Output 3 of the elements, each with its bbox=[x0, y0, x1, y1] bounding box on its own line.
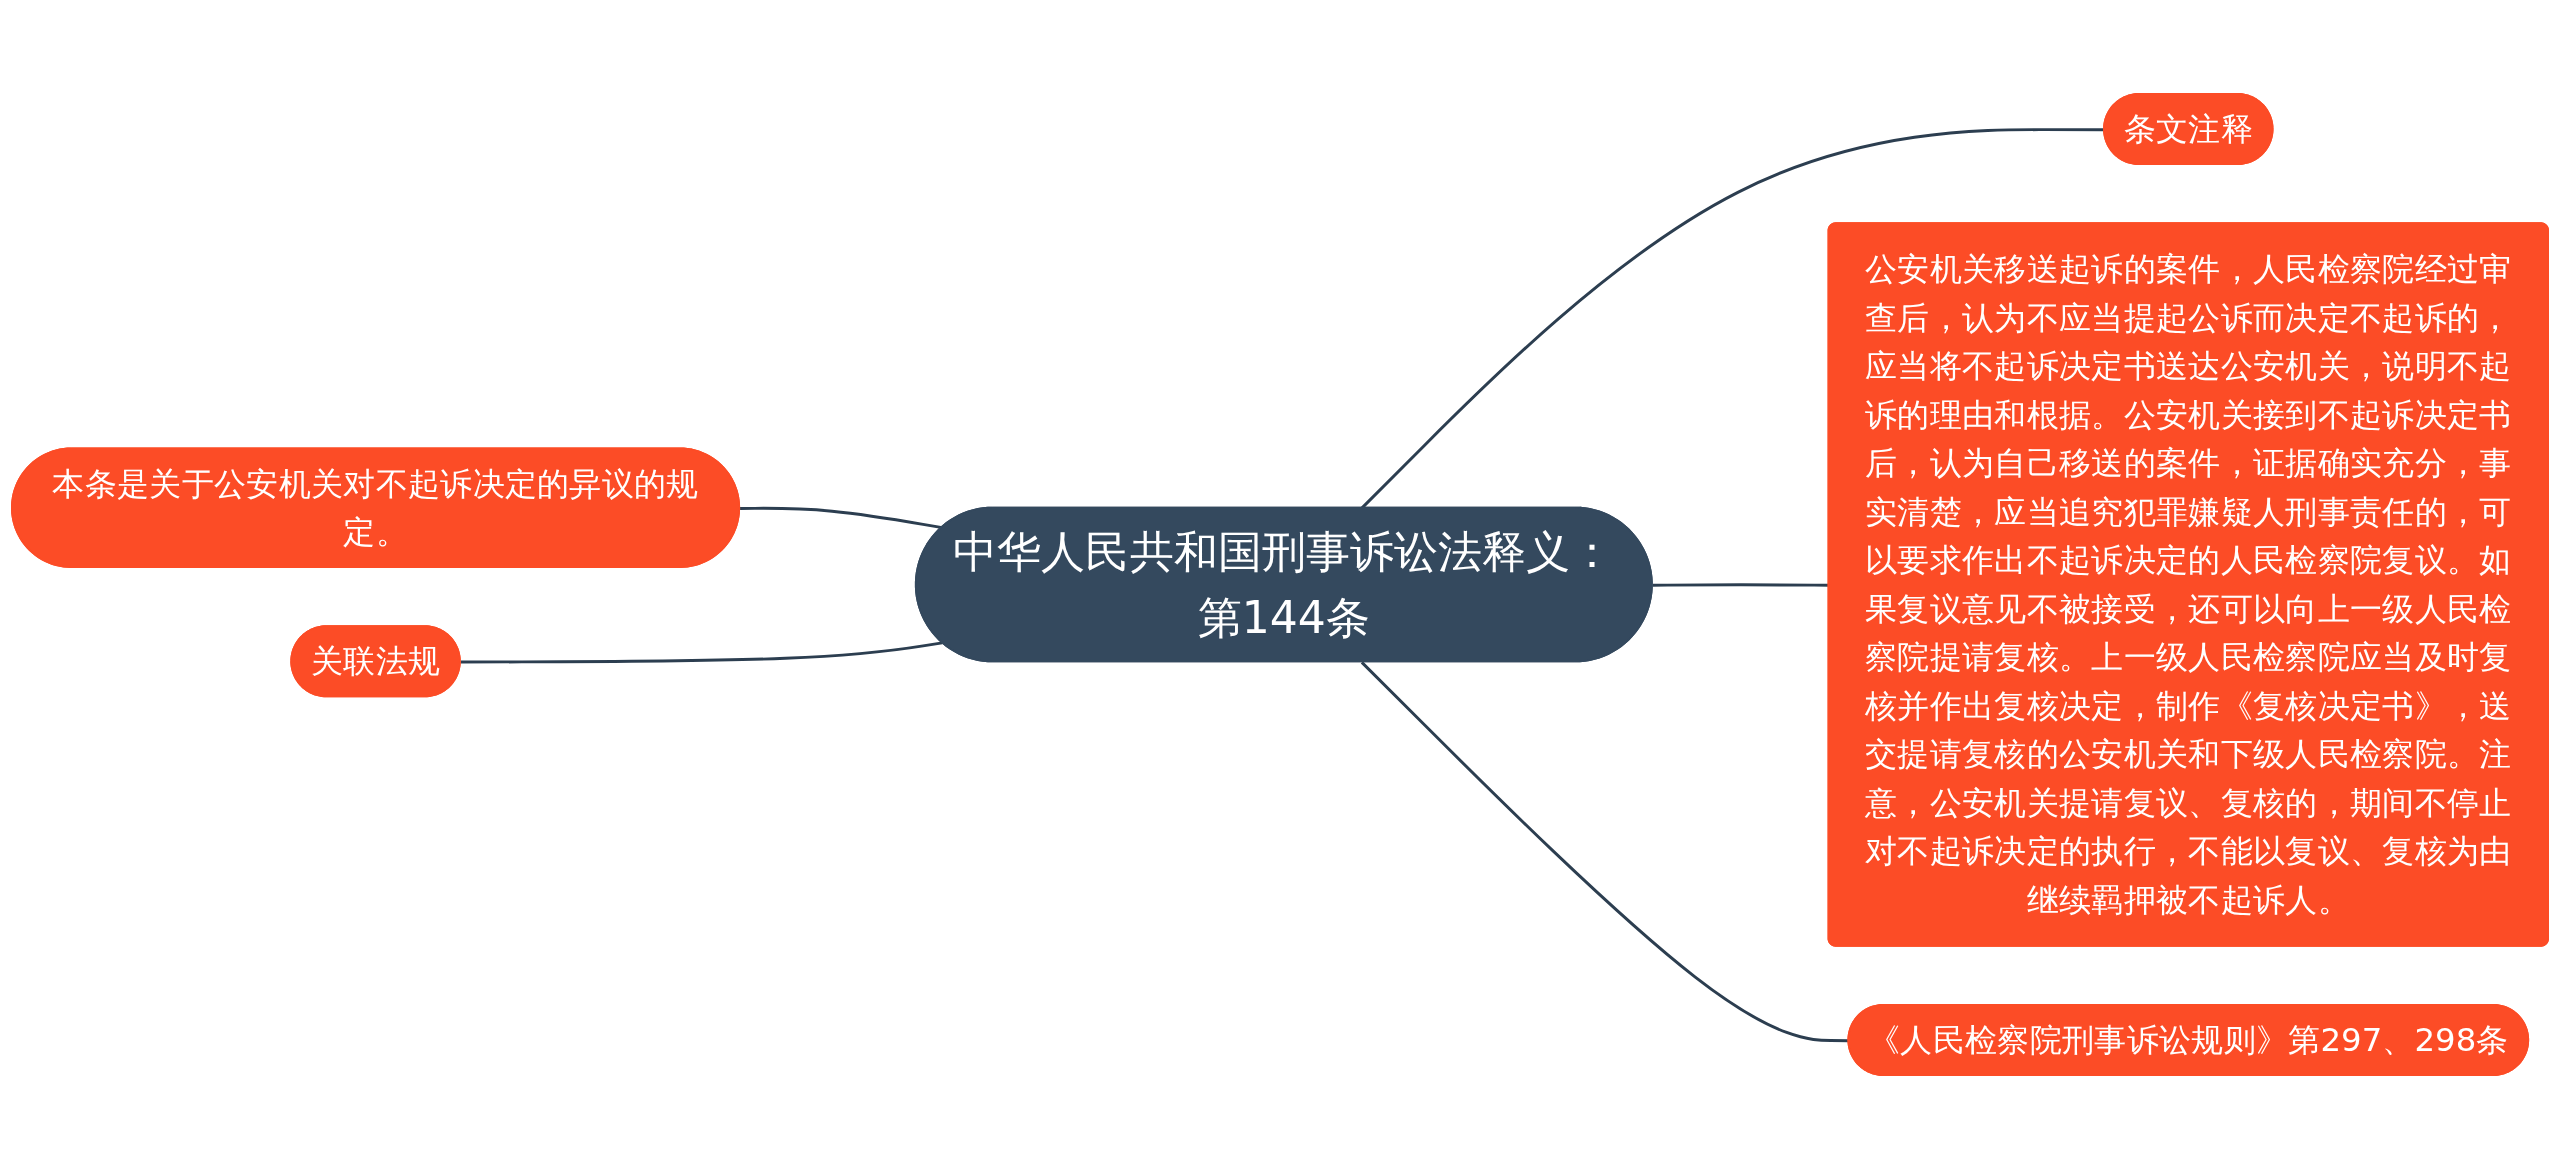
connector bbox=[740, 506, 943, 530]
connector bbox=[1360, 661, 1849, 1043]
connector bbox=[460, 641, 943, 664]
